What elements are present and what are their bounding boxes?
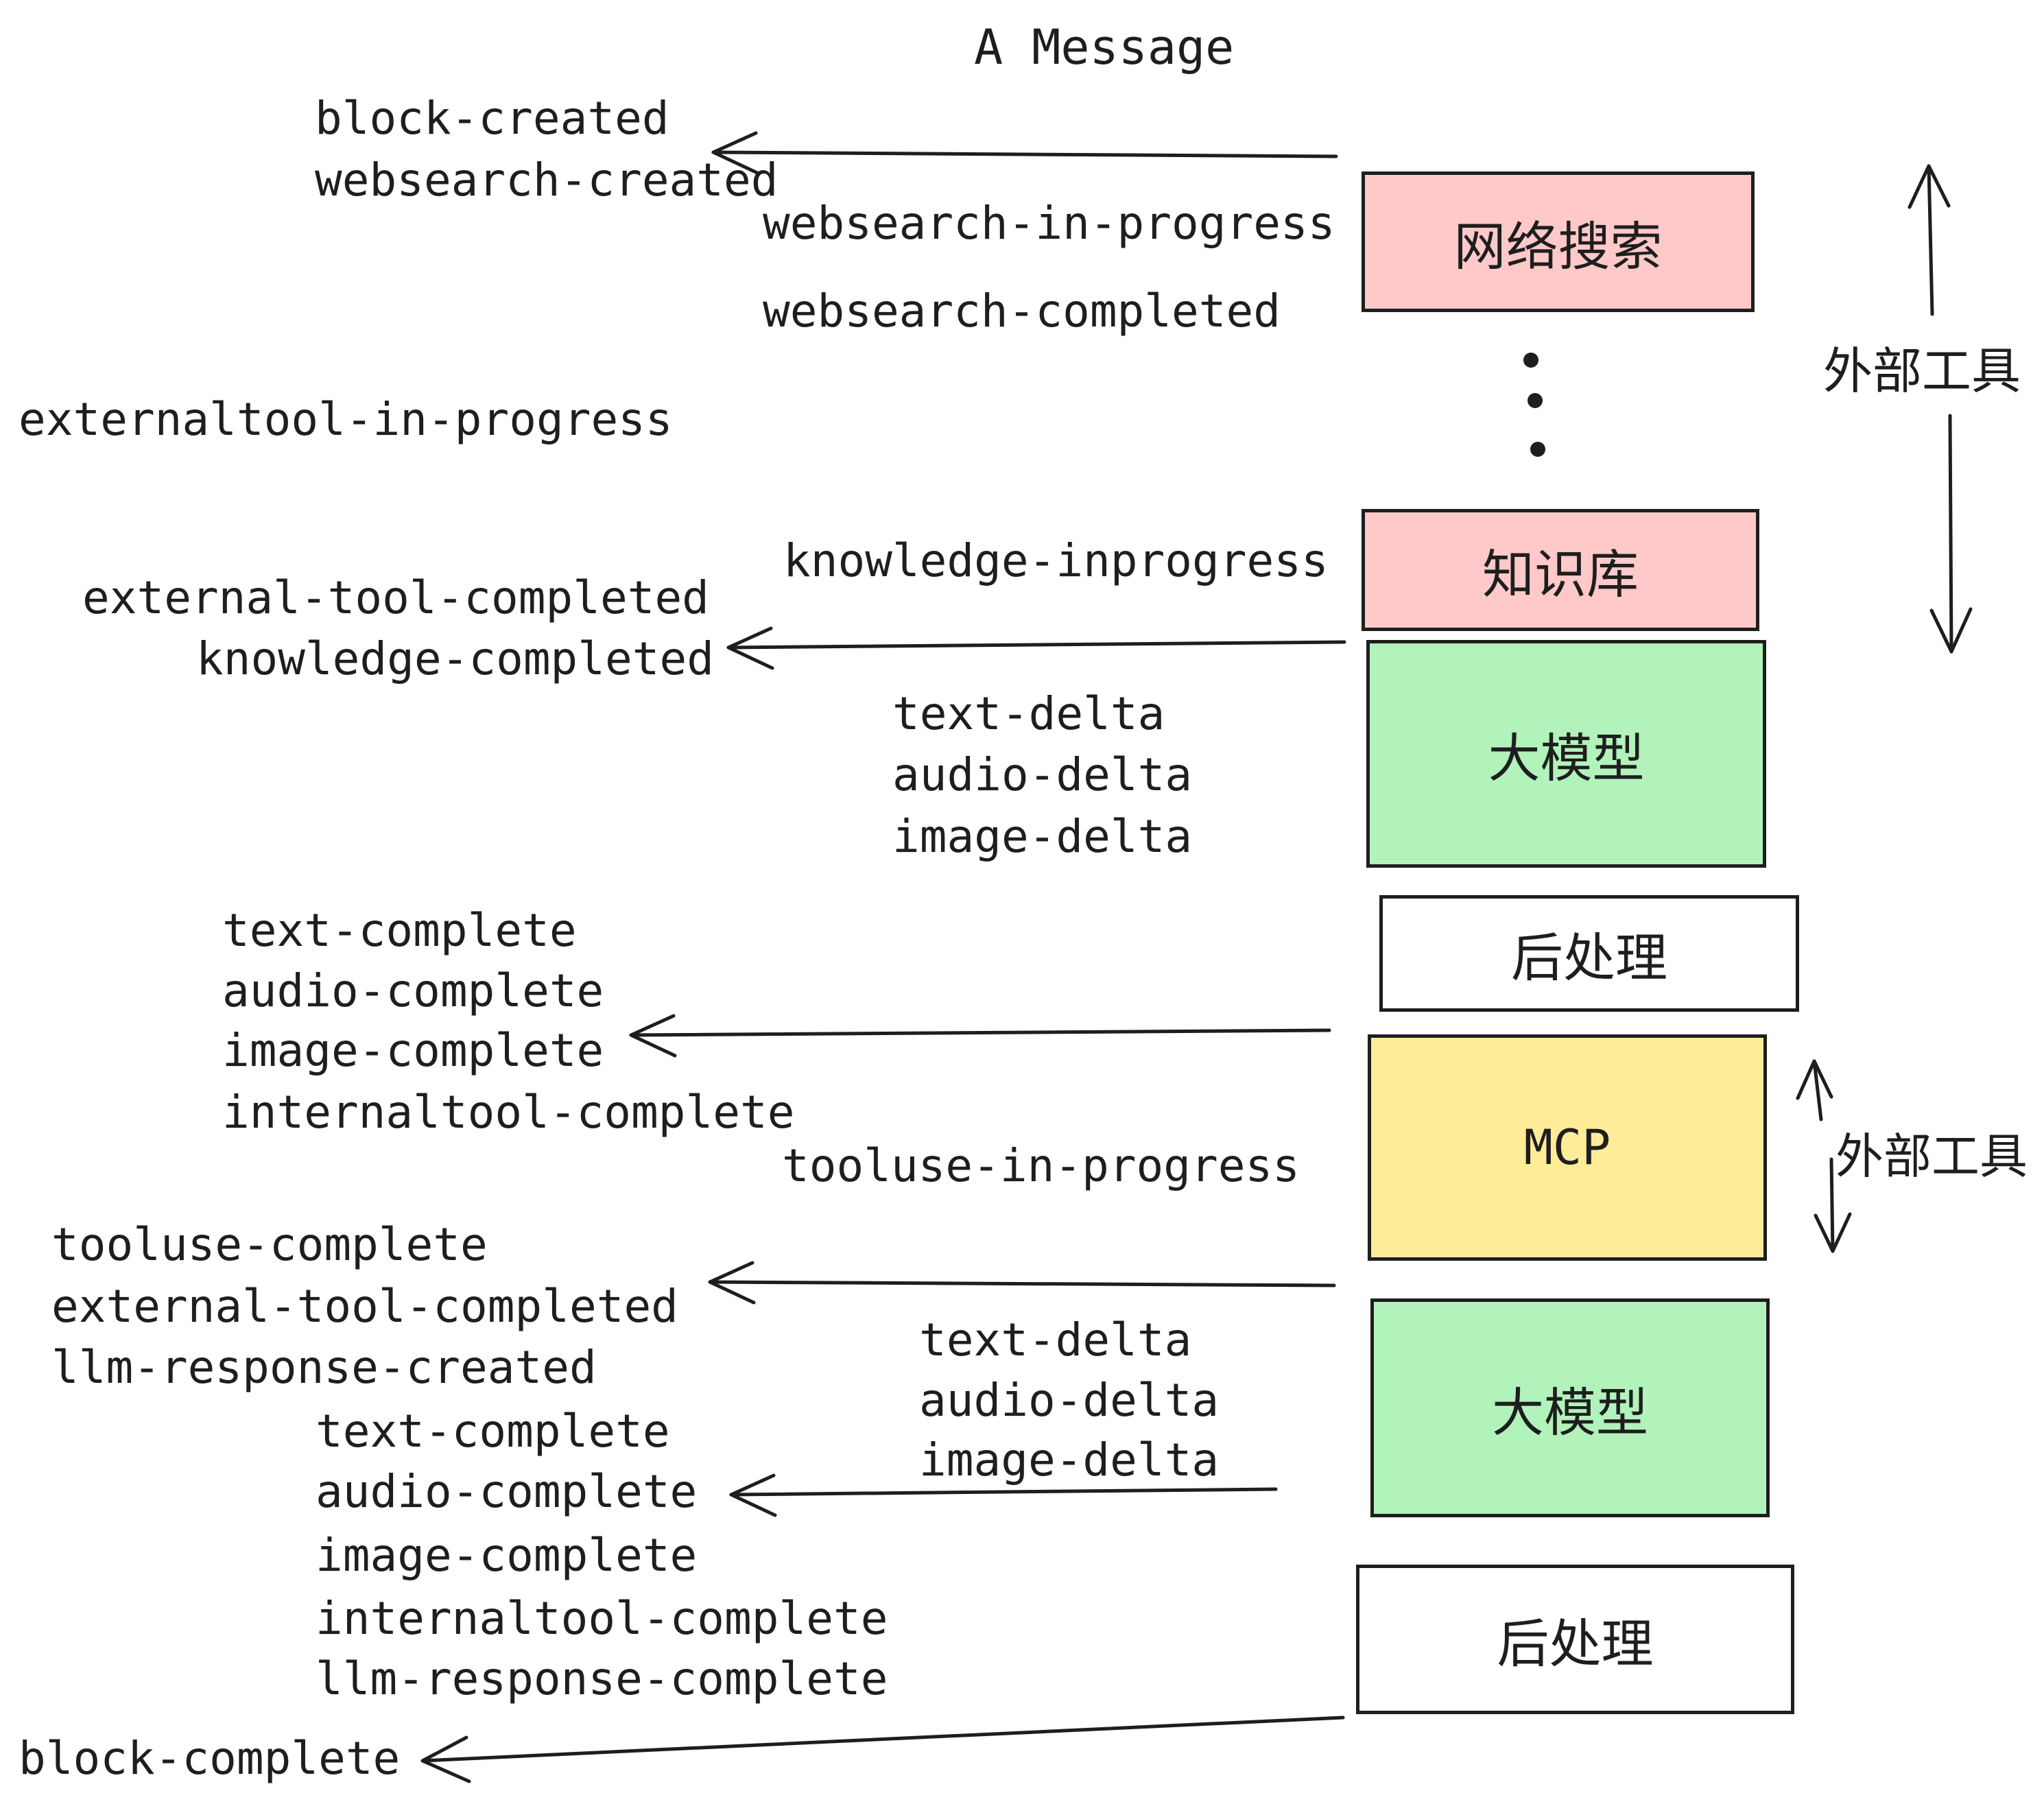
event-internaltool-complete-1: internaltool-complete — [222, 1086, 795, 1139]
node-websearch-label: 网络搜索 — [1453, 217, 1663, 276]
arrow-block-complete — [420, 1716, 1345, 1783]
node-llm-2-label: 大模型 — [1492, 1384, 1648, 1443]
arrow-tooluse-complete — [708, 1261, 1336, 1305]
arrow-mcp-external-up — [1796, 1059, 1833, 1121]
node-post-1-label: 后处理 — [1511, 929, 1667, 988]
event-image-complete-2: image-complete — [316, 1529, 698, 1582]
event-websearch-completed: websearch-completed — [763, 285, 1281, 337]
event-text-complete-2: text-complete — [316, 1405, 670, 1458]
arrow-internal-complete — [629, 1014, 1331, 1058]
event-audio-complete-1: audio-complete — [222, 964, 604, 1017]
node-knowledge-label: 知识库 — [1482, 546, 1639, 604]
node-mcp: MCP — [1368, 1034, 1767, 1261]
annotation-external-tools-mcp: 外部工具 — [1835, 1130, 2028, 1183]
annotation-external-tools-top: 外部工具 — [1823, 344, 2021, 399]
event-knowledge-inprogress: knowledge-inprogress — [783, 534, 1329, 587]
event-llm-response-created: llm-response-created — [51, 1341, 597, 1394]
event-knowledge-completed: knowledge-completed — [196, 632, 714, 685]
diagram-title: A Message — [974, 19, 1235, 75]
node-post-1: 后处理 — [1379, 895, 1799, 1012]
event-websearch-created: websearch-created — [315, 154, 779, 206]
arrow-external-tools-up — [1908, 164, 1951, 316]
event-image-delta-1: image-delta — [892, 810, 1193, 863]
node-post-2: 后处理 — [1356, 1565, 1794, 1714]
event-text-delta-1: text-delta — [892, 687, 1165, 740]
node-llm-1-label: 大模型 — [1488, 730, 1645, 788]
event-text-complete-1: text-complete — [222, 904, 577, 957]
event-audio-complete-2: audio-complete — [316, 1465, 698, 1518]
event-external-tool-completed: external-tool-completed — [82, 571, 709, 624]
event-audio-delta-1: audio-delta — [892, 748, 1193, 801]
event-internaltool-complete-2: internaltool-complete — [316, 1592, 888, 1645]
event-tooluse-complete: tooluse-complete — [51, 1218, 488, 1271]
node-llm-1: 大模型 — [1366, 640, 1766, 868]
event-audio-delta-2: audio-delta — [919, 1374, 1220, 1427]
node-llm-2: 大模型 — [1370, 1298, 1770, 1517]
event-externaltool-in-progress: externaltool-in-progress — [19, 393, 673, 446]
arrow-knowledge-completed — [726, 626, 1346, 670]
event-block-complete: block-complete — [19, 1732, 401, 1785]
event-llm-response-complete: llm-response-complete — [316, 1652, 888, 1705]
event-text-delta-2: text-delta — [919, 1314, 1192, 1366]
event-block-created: block-created — [315, 92, 669, 145]
node-websearch: 网络搜索 — [1362, 171, 1755, 312]
event-external-tool-completed-2: external-tool-completed — [51, 1280, 678, 1333]
node-post-2-label: 后处理 — [1497, 1615, 1654, 1674]
event-image-delta-2: image-delta — [919, 1434, 1220, 1486]
node-mcp-label: MCP — [1523, 1119, 1611, 1176]
node-knowledge: 知识库 — [1362, 509, 1759, 631]
event-image-complete-1: image-complete — [222, 1024, 604, 1077]
arrow-block-created — [711, 131, 1338, 175]
arrow-external-tools-down — [1929, 414, 1973, 654]
ellipsis-dots — [1523, 353, 1545, 457]
event-tooluse-in-progress: tooluse-in-progress — [782, 1139, 1300, 1192]
event-websearch-in-progress: websearch-in-progress — [763, 197, 1335, 250]
